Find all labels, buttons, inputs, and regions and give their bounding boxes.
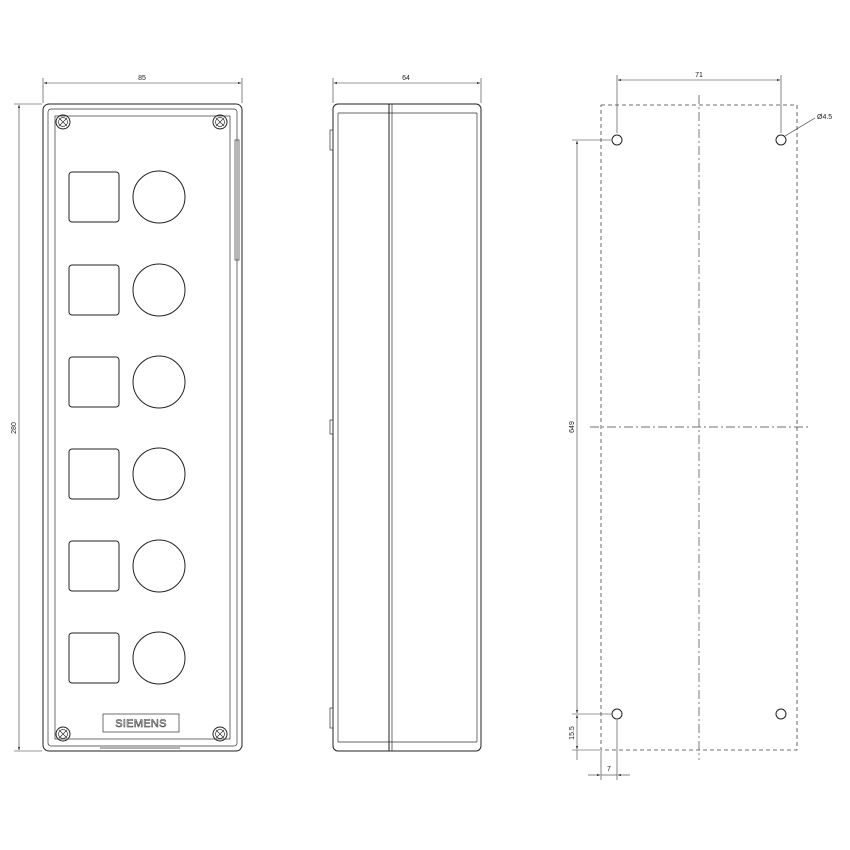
button-hole	[132, 170, 186, 224]
screw-top-right	[212, 114, 228, 130]
mounting-hole-top-left	[611, 134, 623, 146]
label-square	[68, 632, 120, 684]
screw-bottom-right	[212, 726, 228, 742]
screw-bottom-left	[55, 726, 71, 742]
button-hole	[132, 447, 186, 501]
button-hole	[132, 539, 186, 593]
hole-spacing-x-label: 71	[695, 72, 703, 79]
slot-3	[68, 355, 186, 409]
slot-5	[68, 539, 186, 593]
front-cover-plate	[54, 115, 231, 740]
hole-diameter-label: Ø4.5	[817, 114, 832, 121]
slot-1	[68, 170, 186, 224]
diameter-leader	[784, 117, 816, 137]
label-square	[68, 171, 120, 223]
brand-logo: SIEMENS	[115, 718, 167, 730]
label-square	[68, 356, 120, 408]
side-offset-label: 7	[607, 766, 611, 773]
brand-plate	[102, 713, 180, 733]
hole-spacing-y-label: 649	[569, 421, 576, 433]
front-outer-outline	[42, 103, 243, 752]
mounting-hole-bottom-right	[775, 708, 787, 720]
label-square	[68, 540, 120, 592]
button-hole	[132, 631, 186, 685]
drilling-template: 71 Ø4.5 649 15.5 7	[569, 72, 832, 780]
slot-4	[68, 447, 186, 501]
depth-dimension-label: 64	[402, 75, 410, 82]
screw-top-left	[55, 114, 71, 130]
slot-6	[68, 631, 186, 685]
side-view: 64	[329, 75, 482, 752]
front-view: SIEMENS 85 280	[11, 75, 243, 752]
height-dimension-label: 280	[11, 422, 18, 434]
width-dimension-label: 85	[138, 75, 146, 82]
mounting-hole-top-right	[775, 134, 787, 146]
front-side-rib	[234, 139, 240, 261]
bottom-offset-label: 15.5	[569, 726, 576, 740]
label-square	[68, 448, 120, 500]
button-hole	[132, 263, 186, 317]
side-outer-outline	[332, 103, 482, 752]
front-inner-outline	[47, 108, 238, 747]
slot-2	[68, 263, 186, 317]
button-hole	[132, 355, 186, 409]
label-square	[68, 264, 120, 316]
mounting-hole-bottom-left	[611, 708, 623, 720]
